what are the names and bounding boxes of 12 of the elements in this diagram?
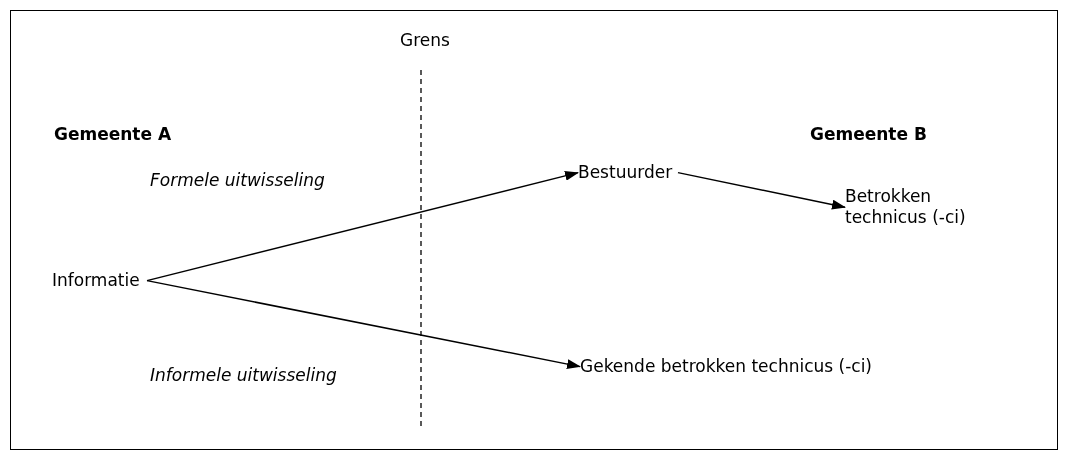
arrow [146,170,579,282]
node-text: Informatie [52,270,141,292]
region-heading: Gemeente B [810,124,927,144]
boundary-label: Grens [400,30,450,50]
exchange-label: Formele uitwisseling [150,170,325,190]
region-heading: Gemeente A [54,124,172,144]
node-text: Gekende betrokken technicus (-ci) [580,356,873,378]
arrow [146,279,581,369]
node-text: Bestuurder [578,162,674,184]
arrow [677,171,846,210]
node-text: Betrokken technicus (-ci) [845,186,967,229]
exchange-label: Informele uitwisseling [150,365,337,385]
